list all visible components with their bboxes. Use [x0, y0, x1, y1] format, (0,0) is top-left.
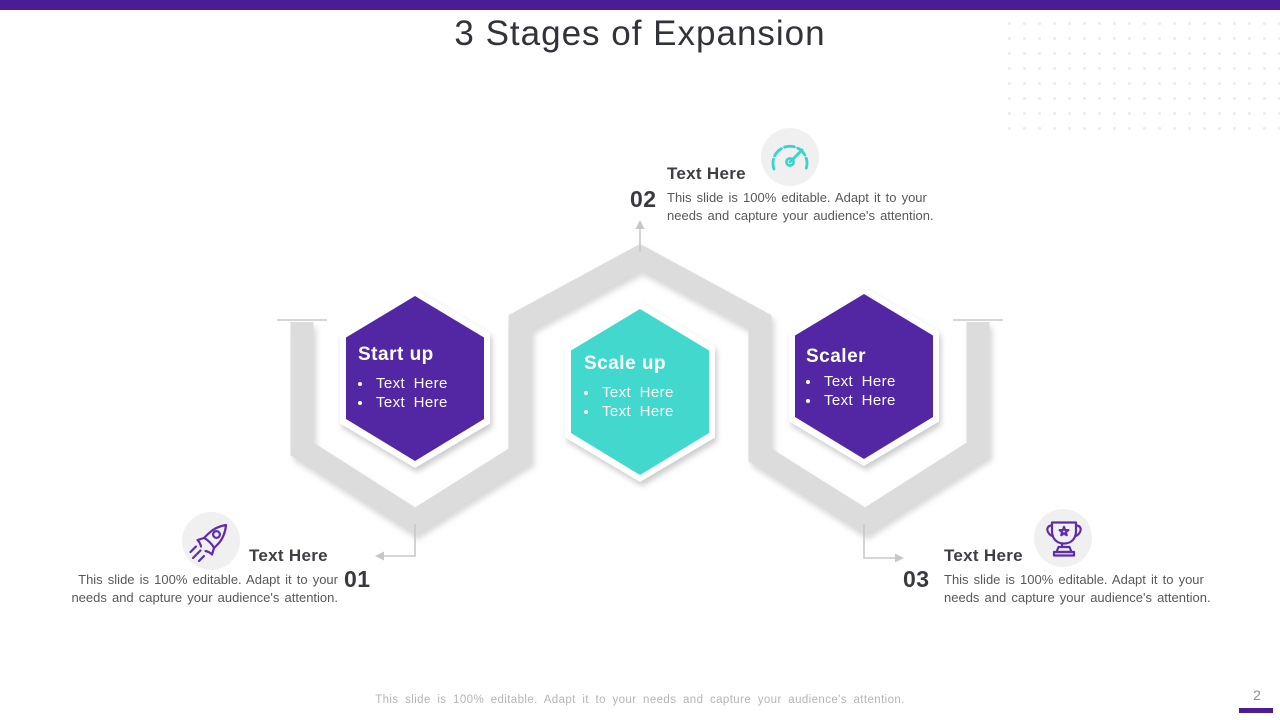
footer-note: This slide is 100% editable. Adapt it to…	[375, 694, 905, 706]
bullet-icon	[584, 390, 588, 395]
hexagon-startup-text: Start up Text Here Text Here	[358, 344, 448, 412]
callout-02-body: This slide is 100% editable. Adapt it to…	[667, 190, 934, 223]
connector-arrow-01	[384, 524, 416, 557]
callout-02-heading: Text Here	[667, 164, 746, 183]
hexagon-scaleup-label: Scale up	[584, 353, 667, 374]
arrowhead-up-icon	[635, 220, 645, 229]
hexagon-scaler-label: Scaler	[806, 346, 867, 367]
page-number: 2	[1253, 687, 1261, 703]
hexagon-startup	[346, 296, 484, 461]
callout-01-number: 01	[344, 566, 371, 592]
list-item: Text Here	[584, 402, 674, 421]
hexagon-scaler	[795, 294, 933, 459]
callout-01-heading: Text Here	[249, 546, 328, 565]
top-accent-bar	[0, 0, 1280, 10]
hexagon-startup-label: Start up	[358, 344, 434, 365]
list-item: Text Here	[358, 374, 448, 393]
hexagon-scaler-text: Scaler Text Here Text Here	[806, 346, 896, 410]
arrowhead-left-icon	[375, 551, 384, 561]
bullet-icon	[584, 409, 588, 414]
speedometer-icon	[761, 128, 819, 186]
bullet-icon	[806, 398, 810, 403]
connector-arrow-03	[863, 524, 895, 559]
list-item: Text Here	[806, 391, 896, 410]
rocket-icon	[182, 512, 240, 570]
page-title: 3 Stages of Expansion	[454, 14, 826, 53]
trophy-icon	[1034, 509, 1092, 567]
bullet-icon	[358, 400, 362, 405]
bullet-icon	[806, 379, 810, 384]
callout-01-body: This slide is 100% editable. Adapt it to…	[71, 572, 338, 605]
hexagon-scaleup	[571, 309, 709, 475]
list-item: Text Here	[806, 372, 896, 391]
arrowhead-right-icon	[895, 553, 904, 563]
callout-03-number: 03	[903, 566, 930, 592]
list-item: Text Here	[584, 383, 674, 402]
callout-02-number: 02	[630, 186, 657, 212]
bullet-icon	[358, 381, 362, 386]
callout-03-heading: Text Here	[944, 546, 1023, 565]
hexagon-scaleup-text: Scale up Text Here Text Here	[584, 353, 674, 421]
list-item: Text Here	[358, 393, 448, 412]
zigzag-band	[290, 243, 990, 535]
callout-03-body: This slide is 100% editable. Adapt it to…	[944, 572, 1211, 605]
dot-pattern-decoration	[1002, 16, 1280, 138]
page-number-accent-bar	[1239, 708, 1273, 713]
